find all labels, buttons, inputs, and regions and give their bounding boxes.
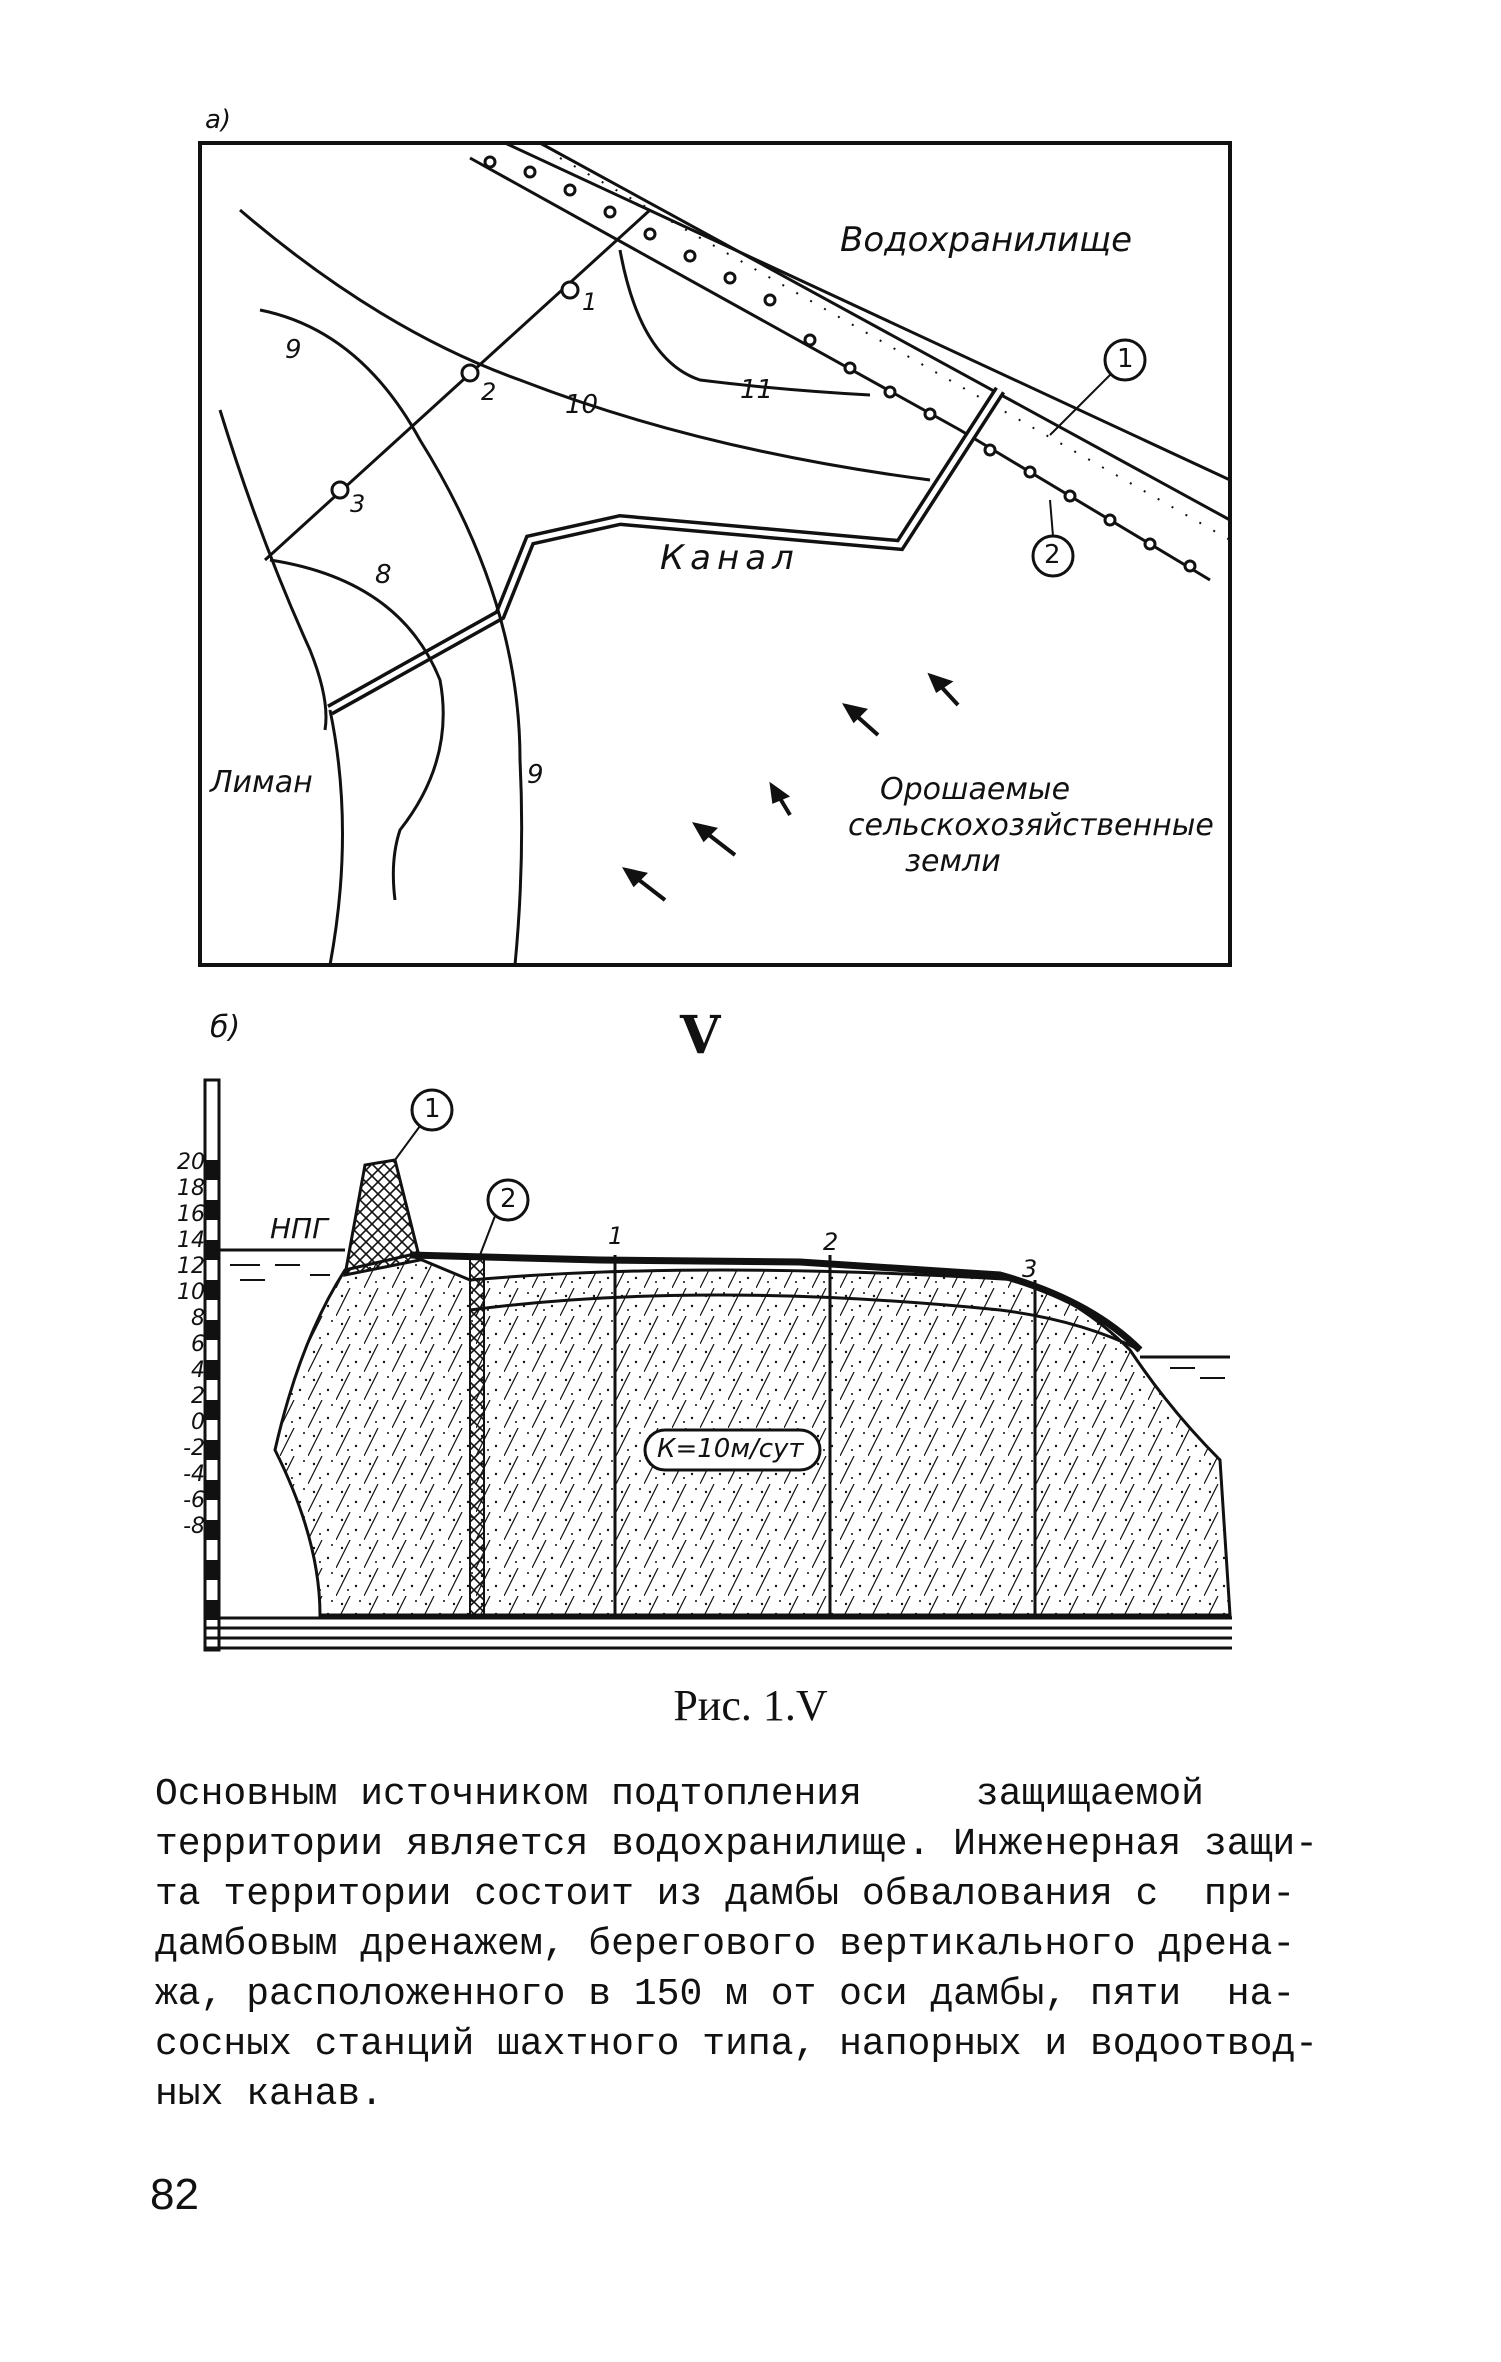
reservoir-shore-line [504,141,1231,482]
dam-line [559,157,1231,541]
body-line: дамбовым дренажем, берегового вертикальн… [155,1923,1296,1966]
section-wells [330,280,580,500]
scale-tick-label: 14 [177,1228,205,1253]
dam-drainage-well [469,1254,485,1616]
panel-b-label: б) [210,1010,241,1045]
canal-label: Канал [660,538,800,578]
scale-tick-label: 4 [191,1358,205,1383]
reservoir-shore-line-inner [539,141,1231,522]
callout-b-1-label: 1 [424,1094,441,1124]
callout-1-circle [1103,338,1147,382]
contour-label-8: 8 [375,560,392,590]
reservoir-label: Водохранилище [840,220,1133,260]
scale-tick-label: 10 [177,1280,205,1305]
panel-a-label: а) [205,105,232,135]
well-label-3: 3 [350,490,366,518]
contour-11 [618,249,871,397]
scale-tick-label: 16 [177,1202,205,1227]
scale-tick-label: -2 [183,1436,205,1461]
scale-tick-label: -4 [183,1462,205,1487]
plan-map [198,141,1232,967]
callout-2-leader [1049,499,1054,537]
page-number: 82 [150,2170,199,2219]
body-paragraph: Основным источником подтопления защищаем… [155,1770,1335,2120]
scale-tick-label: 2 [191,1384,205,1409]
scale-tick-label: 0 [191,1410,205,1435]
liman-shore [328,709,344,966]
ground-surface [409,1251,1143,1353]
water-table [469,1293,1141,1352]
scale-tick-label: 20 [177,1150,205,1175]
body-line: та территории состоит из дамбы обвалован… [155,1873,1296,1916]
body-line: жа, расположенного в 150 м от оси дамбы,… [155,1973,1296,2016]
callout-1-label: 1 [1117,344,1134,374]
irrigated-label-line-3: земли [905,844,1001,879]
cross-section [203,1078,1232,1652]
contour-label-11: 11 [740,375,774,405]
contour-9-left [259,308,524,966]
contour-label-10: 10 [565,390,599,420]
map-frame [198,141,1232,967]
well-label-2: 2 [481,378,497,406]
obs-well-label-3: 3 [1022,1255,1038,1283]
body-line: территории является водохранилище. Инжен… [155,1823,1318,1866]
obs-well-label-1: 1 [608,1222,624,1250]
reservoir-water-hatch [230,1264,330,1281]
body-line: ных канав. [155,2073,384,2116]
callout-2-label: 2 [1044,540,1061,570]
liman-label: Лиман [210,765,313,800]
scale-tick-label: -6 [183,1488,205,1513]
contour-label-9-right: 9 [527,760,544,790]
body-line: Основным источником подтопления защищаем… [155,1773,1204,1816]
conductivity-label: К=10м/сут [657,1434,804,1464]
contour-8 [269,558,445,901]
callout-1-leader [1049,374,1111,436]
figure-caption: Рис. 1.V [673,1681,828,1730]
dam [343,1158,422,1277]
depth-scale-ticks [205,1160,219,1620]
contour-label-9-left: 9 [285,335,302,365]
contour-10 [239,208,931,482]
obs-well-label-2: 2 [823,1228,839,1256]
section-line [263,208,652,562]
scale-tick-label: 18 [177,1176,205,1201]
irrigated-label-line-1: Орошаемые [880,772,1071,807]
irrigated-label-line-2: сельскохозяйственные [848,808,1214,843]
liman-water-hatch [1170,1367,1225,1379]
callout-b-2-label: 2 [500,1184,517,1214]
callout-b-1-leader [394,1125,421,1161]
conductivity-label-box [643,1428,822,1472]
callout-b-1-circle [410,1088,454,1132]
aquitard-base [205,1616,1232,1650]
scale-tick-label: 12 [177,1254,205,1279]
well-label-1: 1 [582,288,598,316]
scale-tick-label: 8 [191,1306,205,1331]
callout-b-2-circle [486,1178,530,1222]
drainage-line [469,156,1211,582]
contour-far-left [218,409,328,731]
scale-tick-label: -8 [183,1514,205,1539]
drainage-wells [483,155,1197,573]
callout-b-2-leader [479,1215,496,1256]
water-level-label: НПГ [270,1212,328,1245]
body-line: сосных станций шахтного типа, напорных и… [155,2023,1318,2066]
depth-scale-labels: 20 18 16 14 12 10 8 6 4 2 0 -2 -4 -6 -8 [165,1150,205,1540]
canal-inner [328,388,1003,713]
roman-numeral: V [680,1005,721,1066]
flow-arrows [622,672,960,902]
scale-tick-label: 6 [191,1332,205,1357]
